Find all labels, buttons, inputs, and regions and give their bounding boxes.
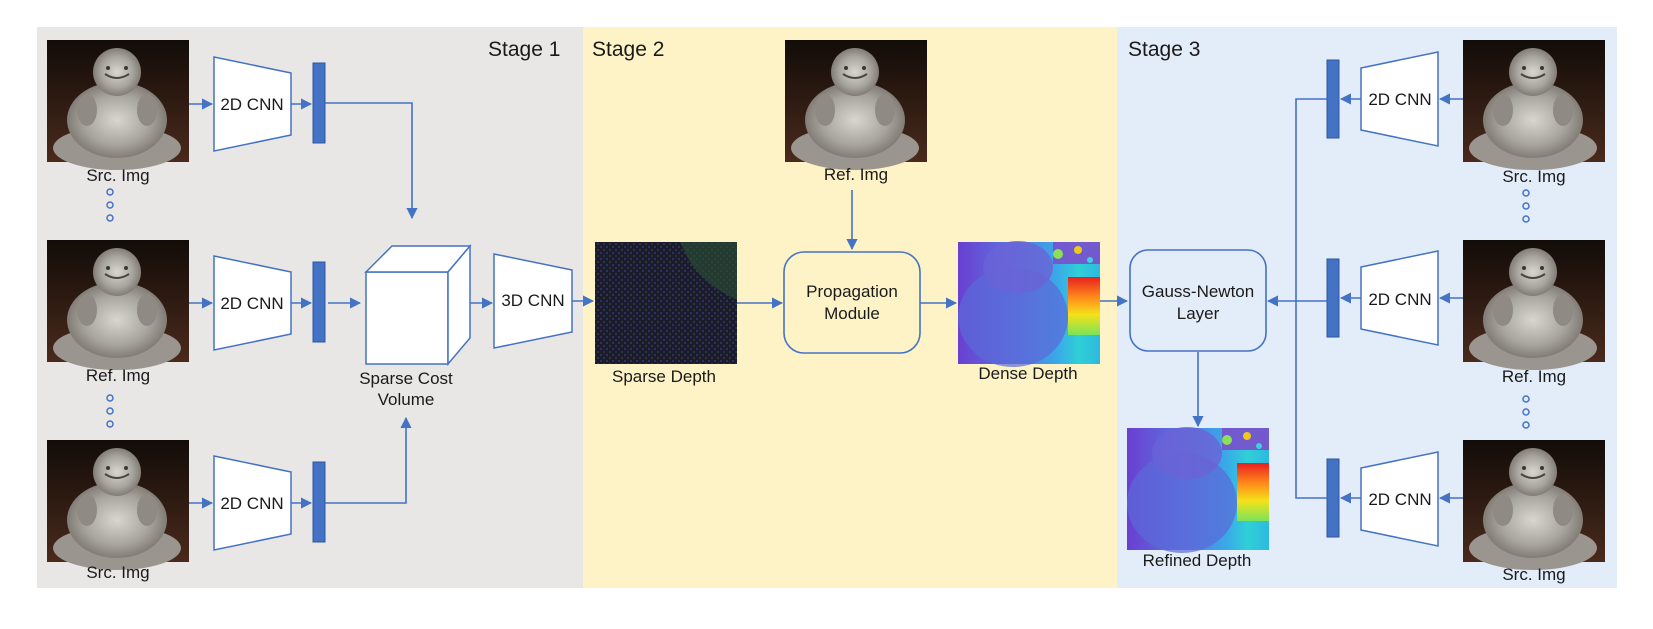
- svg-text:Gauss-Newton: Gauss-Newton: [1142, 282, 1254, 301]
- refined-depth-image: [1127, 427, 1269, 553]
- refined-depth-label: Refined Depth: [1143, 551, 1252, 570]
- svg-text:2D CNN: 2D CNN: [220, 494, 283, 513]
- src-image-bottom-stage3-label: Src. Img: [1502, 565, 1565, 584]
- cnn2d-block-top: 2D CNN: [213, 56, 292, 152]
- src-image-bottom-stage3: [1462, 439, 1606, 571]
- svg-text:2D CNN: 2D CNN: [1368, 490, 1431, 509]
- src-image-bottom: [46, 439, 190, 571]
- stage3-feature-bar-top: [1326, 59, 1340, 139]
- sparse-depth-label: Sparse Depth: [612, 367, 716, 386]
- stage3-title: Stage 3: [1128, 38, 1200, 61]
- dense-depth-label: Dense Depth: [978, 364, 1077, 383]
- feature-bar-bottom: [312, 461, 326, 543]
- src-image-top: [46, 39, 190, 171]
- ref-image-stage3-label: Ref. Img: [1502, 367, 1566, 386]
- svg-text:2D CNN: 2D CNN: [1368, 90, 1431, 109]
- feature-bar-top: [312, 62, 326, 144]
- cnn2d-block-middle: 2D CNN: [213, 255, 292, 351]
- svg-text:Layer: Layer: [1177, 304, 1220, 323]
- src-image-bottom-label: Src. Img: [86, 563, 149, 582]
- cnn3d-block: 3D CNN: [493, 253, 573, 349]
- stage3-cnn2d-bottom: 2D CNN: [1360, 451, 1439, 547]
- src-image-top-stage3-label: Src. Img: [1502, 167, 1565, 186]
- stage1-arrows: [189, 98, 595, 509]
- propagation-module: Propagation Module: [783, 251, 921, 354]
- ref-image-label: Ref. Img: [86, 366, 150, 385]
- gauss-newton-layer: Gauss-Newton Layer: [1129, 249, 1267, 352]
- stage2-arrows: [737, 190, 1129, 309]
- svg-text:2D CNN: 2D CNN: [1368, 290, 1431, 309]
- ref-image: [46, 239, 190, 371]
- stage3-feature-bar-bottom: [1326, 458, 1340, 538]
- svg-text:2D CNN: 2D CNN: [220, 95, 283, 114]
- svg-text:2D CNN: 2D CNN: [220, 294, 283, 313]
- cost-volume-label-line1: Sparse Cost: [359, 369, 453, 388]
- stage3-feature-bar-middle: [1326, 258, 1340, 338]
- svg-text:Module: Module: [824, 304, 880, 323]
- dense-depth-image: [958, 241, 1100, 367]
- svg-text:Propagation: Propagation: [806, 282, 898, 301]
- sparse-cost-volume-cube: [364, 243, 472, 367]
- ellipsis-dots-bottom: [106, 394, 114, 428]
- stage3-arrows: [1192, 93, 1463, 504]
- stage3-cnn2d-middle: 2D CNN: [1360, 250, 1439, 346]
- ref-image-stage3: [1462, 239, 1606, 371]
- ellipsis-dots-top: [106, 188, 114, 222]
- cnn2d-block-bottom: 2D CNN: [213, 455, 292, 551]
- svg-text:3D CNN: 3D CNN: [501, 291, 564, 310]
- feature-bar-middle: [312, 261, 326, 343]
- src-image-top-label: Src. Img: [86, 166, 149, 185]
- ref-image-stage2: [784, 39, 928, 171]
- ref-image-stage2-label: Ref. Img: [824, 165, 888, 184]
- stage3-cnn2d-top: 2D CNN: [1360, 51, 1439, 147]
- cost-volume-label-line2: Volume: [378, 390, 435, 409]
- sparse-depth-overlay: [680, 242, 737, 300]
- stage1-title: Stage 1: [488, 38, 560, 61]
- ellipsis-dots-top-stage3: [1522, 189, 1530, 223]
- stage2-title: Stage 2: [592, 38, 664, 61]
- ellipsis-dots-bottom-stage3: [1522, 395, 1530, 429]
- src-image-top-stage3: [1462, 39, 1606, 171]
